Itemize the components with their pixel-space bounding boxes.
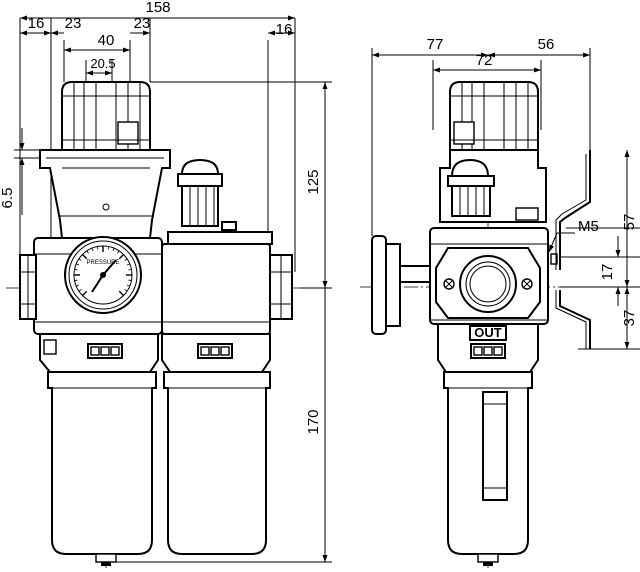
gauge-tick: [118, 253, 125, 260]
dim-left-offset: 16: [28, 15, 45, 32]
gauge-tick: [117, 250, 120, 254]
side-regulator-knob: [449, 81, 539, 151]
regulator-knob: [61, 81, 151, 151]
mounting-bracket: [555, 150, 591, 349]
gauge-tick: [78, 258, 82, 261]
side-pressure-gauge: [371, 235, 431, 335]
side-dimension-labels: 77 56 72 M5 57 17 37: [427, 36, 638, 326]
dim-upper-height: 125: [305, 169, 322, 194]
gauge-tick: [76, 263, 80, 266]
gauge-tick: [96, 246, 99, 250]
front-right-port: [269, 254, 293, 320]
gauge-tick: [74, 279, 78, 282]
dim-port-thread: M5: [578, 218, 599, 235]
dim-side-left-width: 77: [427, 36, 444, 53]
gauge-tick: [81, 253, 88, 260]
front-right-housing: [161, 333, 271, 373]
front-dimension-labels: 158 16 23 23 16 40 20.5 6.5 125 170: [0, 0, 322, 435]
side-body: [429, 227, 558, 325]
pressure-gauge: PRESSURE: [64, 236, 142, 314]
dim-overall-width: 158: [145, 0, 170, 16]
regulator-bonnet: [39, 149, 171, 239]
gauge-tick: [86, 250, 89, 254]
lubricator-sight-dome: [177, 158, 237, 231]
front-lubricator-bowl: [163, 371, 271, 555]
side-filter-bowl: [443, 371, 533, 566]
out-label: OUT: [474, 325, 502, 340]
gauge-tick: [124, 289, 128, 292]
dim-knob-inner: 20.5: [90, 56, 115, 71]
gauge-tick: [124, 258, 128, 261]
front-dimension-lines: [19, 15, 328, 562]
gauge-tick: [76, 284, 80, 287]
gauge-tick: [126, 263, 130, 266]
dim-left-half: 23: [65, 15, 82, 32]
side-lower-housing: OUT: [437, 323, 539, 373]
front-filter-bowl: [47, 371, 157, 566]
side-bonnet: [439, 149, 547, 223]
lubricator-body: [161, 231, 273, 335]
dim-side-right-width: 56: [538, 36, 555, 53]
gauge-tick: [81, 290, 88, 297]
gauge-tick: [74, 268, 78, 271]
gauge-tick: [126, 284, 130, 287]
dim-port-offset: 17: [599, 264, 616, 281]
front-left-housing: [39, 333, 159, 373]
dim-bracket-lower: 37: [621, 310, 638, 327]
side-view: 77 56 72 M5 57 17 37: [360, 36, 640, 568]
dim-right-offset: 16: [276, 21, 293, 38]
dim-side-knob-width: 72: [476, 52, 493, 69]
gauge-tick: [128, 268, 132, 271]
front-left-port: [19, 254, 37, 320]
gauge-tick: [128, 279, 132, 282]
gauge-tick: [78, 289, 82, 292]
gauge-label: PRESSURE: [86, 260, 119, 266]
dim-knob-width: 40: [98, 32, 115, 49]
dim-right-half: 23: [134, 15, 151, 32]
dim-lower-height: 170: [305, 409, 322, 434]
front-view: 158 16 23 23 16 40 20.5 6.5 125 170: [0, 0, 332, 568]
gauge-tick: [112, 248, 115, 252]
gauge-ticks: [74, 246, 132, 297]
gauge-tick: [107, 246, 110, 250]
dim-bracket-height: 57: [621, 214, 638, 231]
gauge-tick: [118, 290, 125, 297]
gauge-tick: [91, 248, 94, 252]
dim-side-offset: 6.5: [0, 188, 16, 209]
